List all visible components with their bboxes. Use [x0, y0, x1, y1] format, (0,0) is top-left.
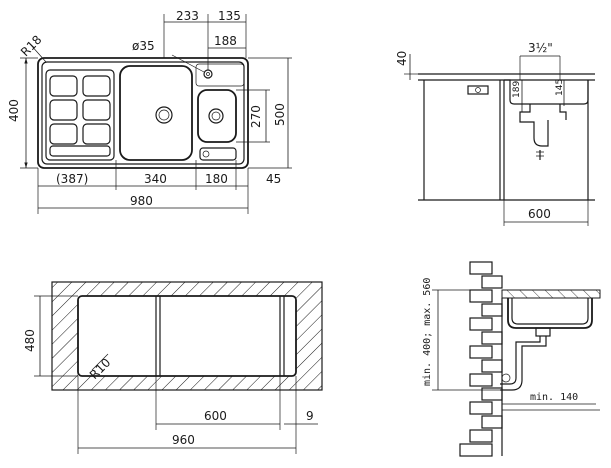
dim-189: 189 — [512, 81, 522, 98]
dim-r18: R18 — [18, 33, 45, 60]
cabinet-handle — [467, 85, 489, 95]
small-drain — [208, 108, 224, 124]
dim-45: 45 — [266, 172, 281, 186]
drainer-grid — [45, 69, 115, 161]
min-140-label: min. 140 — [530, 392, 578, 403]
cutout-view: R10 480 600 9 960 — [23, 281, 323, 454]
dim-pipe-size: 3½" — [528, 41, 553, 55]
dim-135: 135 — [218, 9, 241, 23]
dim-480: 480 — [23, 329, 37, 352]
dim-500: 500 — [273, 103, 287, 126]
sink-top-view: 233 135 188 ø35 R18 400 270 500 (387) 34… — [7, 9, 292, 214]
brick-wall — [459, 261, 503, 457]
dim-400-left: 400 — [7, 99, 21, 122]
dim-188: 188 — [214, 34, 237, 48]
trap-pipe — [519, 104, 549, 147]
main-bowl — [119, 65, 193, 161]
small-bowl — [197, 89, 237, 143]
tap-hole — [203, 69, 213, 79]
side-view-bottom: min. 400; max. 560 min. 140 — [422, 261, 601, 457]
main-drain — [155, 106, 173, 124]
dim-9: 9 — [306, 409, 314, 423]
dim-40: 40 — [395, 51, 409, 66]
dim-145: 145 — [555, 79, 565, 96]
dim-387: (387) — [56, 172, 88, 186]
dim-233: 233 — [176, 9, 199, 23]
side-view-top: 40 3½" 189 145 600 — [395, 41, 595, 226]
height-range-label: min. 400; max. 560 — [422, 278, 433, 386]
dim-180: 180 — [205, 172, 228, 186]
dim-980: 980 — [130, 194, 153, 208]
counter-top — [501, 289, 601, 299]
dim-dia35: ø35 — [132, 39, 155, 53]
cutout-opening — [77, 295, 297, 377]
dim-960: 960 — [172, 433, 195, 447]
trap-pipe-bottom — [500, 336, 541, 385]
worktop-hatch — [52, 282, 322, 390]
overflow — [199, 147, 237, 161]
dim-340: 340 — [144, 172, 167, 186]
dim-600-side: 600 — [528, 207, 551, 221]
sink-outline — [37, 57, 249, 169]
dim-270: 270 — [249, 105, 263, 128]
dim-600-cutout: 600 — [204, 409, 227, 423]
